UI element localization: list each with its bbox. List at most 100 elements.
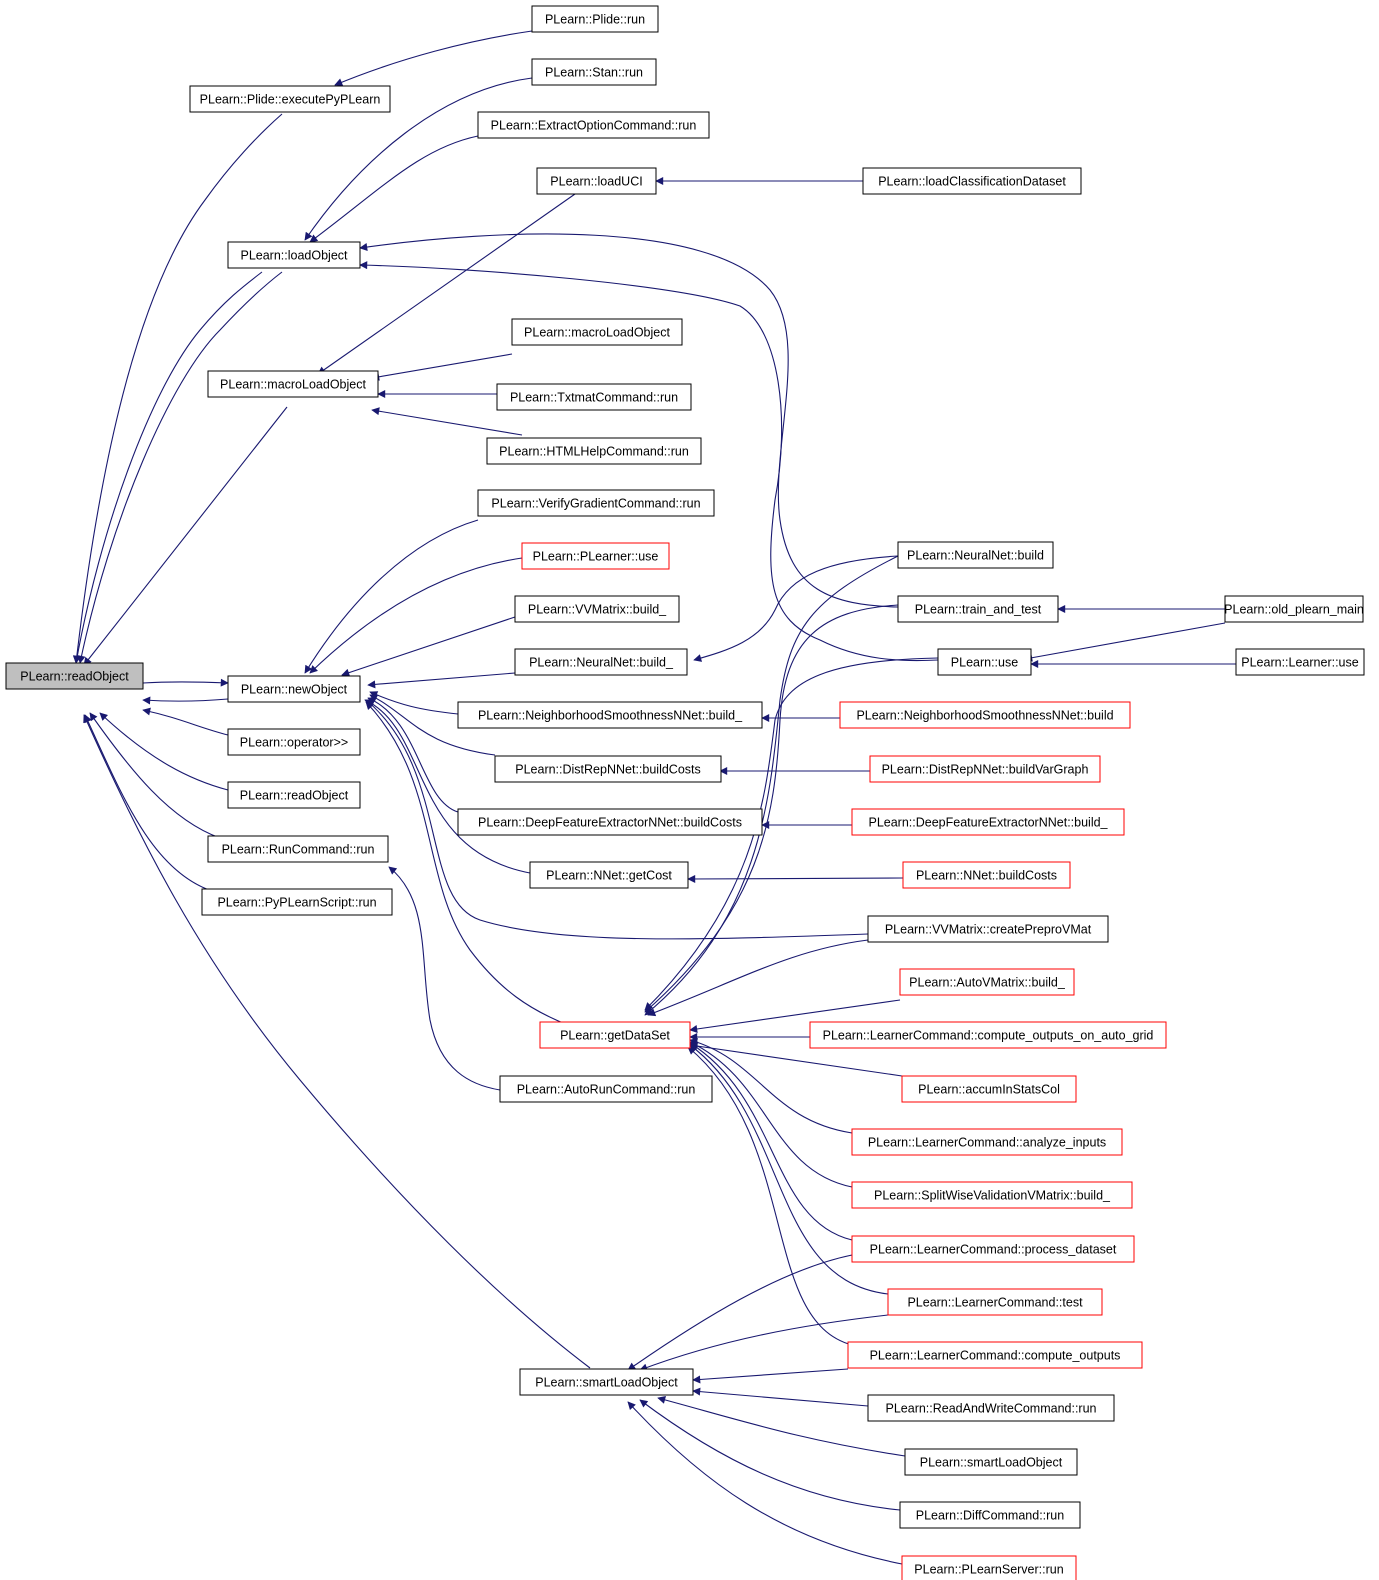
- graph-node-n9[interactable]: PLearn::macroLoadObject: [511, 318, 683, 346]
- edge-newObject-distrep: [369, 694, 496, 756]
- graph-node-n41[interactable]: PLearn::SplitWiseValidationVMatrix::buil…: [851, 1181, 1133, 1209]
- node-box: [899, 1501, 1081, 1529]
- node-label: PLearn::TxtmatCommand::run: [510, 391, 678, 405]
- edge-newObject-neighborhood-build: [369, 691, 459, 715]
- graph-node-n5[interactable]: PLearn::loadUCI: [536, 167, 657, 195]
- edge-readObject-executePyPLearn: [72, 113, 283, 664]
- node-label: PLearn::ReadAndWriteCommand::run: [886, 1402, 1097, 1416]
- graph-node-n16[interactable]: PLearn::train_and_test: [897, 595, 1059, 623]
- node-box: [457, 701, 763, 729]
- graph-node-n17[interactable]: PLearn::old_plearn_main: [1224, 595, 1364, 623]
- graph-node-n26[interactable]: PLearn::DistRepNNet::buildVarGraph: [869, 755, 1101, 783]
- node-box: [486, 437, 702, 465]
- graph-node-n13[interactable]: PLearn::PLearner::use: [521, 542, 670, 570]
- node-box: [529, 861, 689, 889]
- graph-node-n18[interactable]: PLearn::NeuralNet::build_: [514, 648, 688, 676]
- graph-node-n0[interactable]: PLearn::readObject: [5, 662, 144, 690]
- graph-node-n37[interactable]: PLearn::LearnerCommand::compute_outputs_…: [809, 1021, 1167, 1049]
- graph-node-n34[interactable]: PLearn::VVMatrix::createPreproVMat: [867, 915, 1109, 943]
- edge-getdataset-trainandtest: [644, 604, 899, 1013]
- node-label: PLearn::LearnerCommand::test: [907, 1296, 1083, 1310]
- node-box: [531, 58, 657, 86]
- node-box: [5, 662, 144, 690]
- edge-loadObject-train-and-test: [359, 233, 899, 608]
- edge-readObject-pyplearnscript: [84, 714, 213, 892]
- node-label: PLearn::Plide::run: [545, 13, 645, 27]
- graph-node-n36[interactable]: PLearn::getDataSet: [539, 1021, 691, 1049]
- node-label: PLearn::accumInStatsCol: [918, 1083, 1060, 1097]
- node-box: [539, 1021, 691, 1049]
- graph-node-n47[interactable]: PLearn::smartLoadObject: [904, 1448, 1078, 1476]
- graph-node-n48[interactable]: PLearn::DiffCommand::run: [899, 1501, 1081, 1529]
- node-box: [851, 1128, 1123, 1156]
- node-box: [521, 542, 670, 570]
- graph-node-n33[interactable]: PLearn::PyPLearnScript::run: [201, 888, 393, 916]
- node-label: PLearn::AutoVMatrix::build_: [909, 976, 1066, 990]
- graph-node-n49[interactable]: PLearn::PLearnServer::run: [901, 1555, 1077, 1580]
- graph-node-n11[interactable]: PLearn::HTMLHelpCommand::run: [486, 437, 702, 465]
- node-box: [851, 1181, 1133, 1209]
- graph-node-n23[interactable]: PLearn::NeighborhoodSmoothnessNNet::buil…: [839, 701, 1131, 729]
- graph-node-n46[interactable]: PLearn::ReadAndWriteCommand::run: [867, 1394, 1115, 1422]
- graph-node-n25[interactable]: PLearn::DistRepNNet::buildCosts: [494, 755, 722, 783]
- graph-node-n20[interactable]: PLearn::Learner::use: [1235, 648, 1365, 676]
- graph-node-n6[interactable]: PLearn::loadClassificationDataset: [862, 167, 1082, 195]
- node-box: [514, 595, 680, 623]
- graph-node-n19[interactable]: PLearn::use: [937, 648, 1032, 676]
- graph-node-n45[interactable]: PLearn::smartLoadObject: [519, 1368, 694, 1396]
- node-box: [867, 1394, 1115, 1422]
- edge-executePyPLearn-plide-run: [334, 30, 533, 86]
- node-box: [1224, 595, 1364, 623]
- graph-node-n1[interactable]: PLearn::Plide::run: [531, 5, 659, 33]
- graph-node-n32[interactable]: PLearn::NNet::buildCosts: [902, 861, 1071, 889]
- edge-getdataset-accuminstats: [689, 1042, 903, 1077]
- graph-node-n14[interactable]: PLearn::NeuralNet::build: [897, 541, 1054, 569]
- edge-runcommand-autorun: [388, 866, 501, 1091]
- graph-node-n7[interactable]: PLearn::loadObject: [227, 241, 361, 269]
- edge-readObject-macroLoadObject: [83, 406, 288, 666]
- node-label: PLearn::getDataSet: [560, 1029, 670, 1043]
- node-label: PLearn::NeighborhoodSmoothnessNNet::buil…: [856, 709, 1113, 723]
- node-label: PLearn::RunCommand::run: [222, 843, 375, 857]
- node-box: [477, 111, 710, 139]
- graph-node-n35[interactable]: PLearn::AutoVMatrix::build_: [899, 968, 1075, 996]
- graph-node-n3[interactable]: PLearn::Stan::run: [531, 58, 657, 86]
- node-box: [899, 968, 1075, 996]
- graph-node-n10[interactable]: PLearn::TxtmatCommand::run: [496, 383, 692, 411]
- node-label: PLearn::loadObject: [240, 249, 348, 263]
- node-label: PLearn::use: [951, 656, 1018, 670]
- edge-getdataset-analyze: [689, 1038, 853, 1134]
- graph-node-n12[interactable]: PLearn::VerifyGradientCommand::run: [477, 489, 715, 517]
- graph-node-n43[interactable]: PLearn::LearnerCommand::test: [887, 1288, 1103, 1316]
- graph-node-n2[interactable]: PLearn::Plide::executePyPLearn: [189, 85, 391, 113]
- graph-node-n15[interactable]: PLearn::VVMatrix::build_: [514, 595, 680, 623]
- graph-node-n27[interactable]: PLearn::readObject: [227, 781, 361, 809]
- graph-node-n44[interactable]: PLearn::LearnerCommand::compute_outputs: [847, 1341, 1143, 1369]
- graph-node-n42[interactable]: PLearn::LearnerCommand::process_dataset: [851, 1235, 1135, 1263]
- edge-smartload-smartload: [657, 1396, 906, 1457]
- graph-node-n38[interactable]: PLearn::AutoRunCommand::run: [499, 1075, 713, 1103]
- graph-node-n4[interactable]: PLearn::ExtractOptionCommand::run: [477, 111, 710, 139]
- node-box: [869, 755, 1101, 783]
- node-label: PLearn::DeepFeatureExtractorNNet::buildC…: [478, 816, 742, 830]
- graph-node-n40[interactable]: PLearn::LearnerCommand::analyze_inputs: [851, 1128, 1123, 1156]
- node-box: [904, 1448, 1078, 1476]
- edge-loadObject-extractoption: [309, 135, 479, 243]
- graph-node-n28[interactable]: PLearn::DeepFeatureExtractorNNet::buildC…: [457, 808, 763, 836]
- edge-newObject-neuralnet-build-u: [367, 672, 516, 689]
- node-label: PLearn::DeepFeatureExtractorNNet::build_: [868, 816, 1108, 830]
- graph-node-n31[interactable]: PLearn::NNet::getCost: [529, 861, 689, 889]
- node-label: PLearn::NNet::getCost: [546, 869, 672, 883]
- graph-node-n21[interactable]: PLearn::newObject: [227, 675, 361, 703]
- node-box: [477, 489, 715, 517]
- edge-smartload-computeoutputs: [692, 1368, 849, 1384]
- edge-newObject-deepfeature: [367, 697, 459, 813]
- graph-node-n22[interactable]: PLearn::NeighborhoodSmoothnessNNet::buil…: [457, 701, 763, 729]
- graph-node-n30[interactable]: PLearn::RunCommand::run: [207, 835, 389, 863]
- node-label: PLearn::smartLoadObject: [535, 1376, 678, 1390]
- graph-node-n39[interactable]: PLearn::accumInStatsCol: [901, 1075, 1077, 1103]
- graph-node-n29[interactable]: PLearn::DeepFeatureExtractorNNet::build_: [851, 808, 1125, 836]
- graph-node-n24[interactable]: PLearn::operator>>: [227, 728, 361, 756]
- graph-node-n8[interactable]: PLearn::macroLoadObject: [207, 370, 379, 398]
- edge-newObject-readObject: [142, 696, 229, 705]
